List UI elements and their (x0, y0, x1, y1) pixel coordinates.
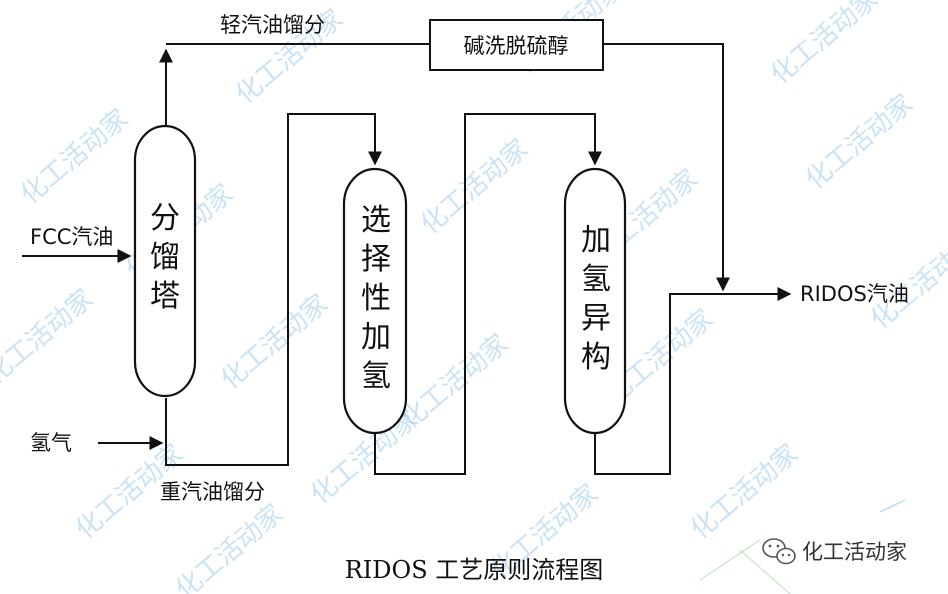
fcc-gasoline-label: FCC汽油 (30, 225, 113, 249)
isomer-outlet-line (594, 287, 792, 475)
heavy-fraction-line (165, 113, 382, 466)
fractionator-vessel: 分馏塔 (133, 124, 197, 398)
watermark-text: 化工活动家 (0, 284, 99, 391)
heavy-fraction-label: 重汽油馏分 (160, 480, 265, 504)
pipelines (22, 43, 792, 475)
hydroisomerization-label: 加氢异构 (581, 223, 611, 375)
watermark-text: 化工活动家 (15, 104, 134, 211)
brand-name: 化工活动家 (802, 540, 907, 564)
wechat-icon (762, 538, 796, 565)
caustic-wash-unit: 碱洗脱硫醇 (429, 19, 604, 71)
caustic-outlet-line (603, 43, 724, 287)
diagram-title: RIDOS 工艺原则流程图 (345, 556, 604, 584)
caustic-wash-label: 碱洗脱硫醇 (464, 34, 569, 58)
watermark-text: 化工活动家 (170, 499, 289, 594)
light-fraction-label: 轻汽油馏分 (220, 13, 325, 37)
selective-hydrogenation-vessel: 选择性加氢 (342, 167, 408, 435)
watermark-text: 化工活动家 (800, 89, 919, 196)
watermark-text: 化工活动家 (215, 289, 334, 396)
watermark-text: 化工活动家 (415, 134, 534, 241)
watermark-text: 化工活动家 (685, 439, 804, 546)
watermark-text: 化工活动家 (765, 0, 884, 90)
hydroisomerization-vessel: 加氢异构 (563, 167, 627, 435)
brand-badge: 化工活动家 (762, 538, 907, 565)
hydrogen-label: 氢气 (30, 431, 72, 455)
decor-lines (699, 499, 906, 594)
product-label: RIDOS汽油 (800, 282, 909, 306)
fractionator-label: 分馏塔 (150, 201, 180, 314)
transfer-line (374, 113, 602, 475)
selective-hydrogenation-label: 选择性加氢 (361, 203, 391, 394)
